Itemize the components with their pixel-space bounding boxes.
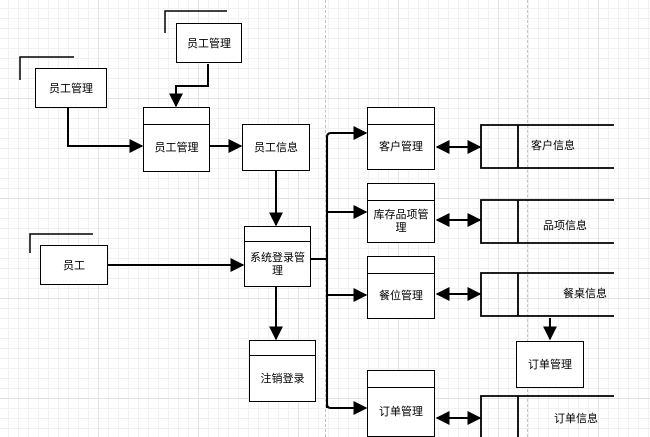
- data-store-outline: [480, 124, 614, 169]
- process-box[interactable]: 库存品项管理: [367, 183, 435, 243]
- process-label: 订单管理: [528, 358, 572, 371]
- data-store-label: 订单信息: [554, 412, 598, 425]
- data-store-outline: [480, 199, 614, 244]
- page-break-vertical: [325, 0, 326, 437]
- process-header-line: [144, 124, 209, 125]
- process-header-line: [368, 387, 434, 388]
- process-label: 员工信息: [254, 141, 298, 154]
- connector-arrow: [67, 108, 144, 153]
- external-entity[interactable]: 员工管理: [176, 23, 242, 63]
- entity-label: 员工管理: [49, 81, 93, 95]
- entity-bracket: [29, 233, 93, 253]
- entity-bracket: [164, 10, 227, 33]
- process-label: 客户管理: [379, 140, 423, 153]
- connector-arrow: [326, 126, 368, 140]
- data-store-label: 客户信息: [531, 139, 575, 152]
- process-box[interactable]: 员工信息: [242, 124, 310, 171]
- entity-label: 员工: [63, 258, 85, 272]
- process-label: 库存品项管理: [373, 208, 429, 234]
- external-entity[interactable]: 员工管理: [35, 68, 107, 108]
- external-entity[interactable]: 员工: [40, 245, 108, 285]
- connector-arrow: [169, 64, 209, 108]
- process-box[interactable]: 客户管理: [367, 107, 435, 170]
- process-box[interactable]: 订单管理: [367, 370, 435, 437]
- process-box[interactable]: 注销登录: [249, 340, 316, 402]
- page-break-vertical: [527, 0, 528, 437]
- process-header-line: [368, 200, 434, 201]
- process-header-line: [250, 355, 315, 356]
- process-header-line: [368, 124, 434, 125]
- process-box[interactable]: 订单管理: [516, 341, 584, 388]
- process-box[interactable]: 餐位管理: [367, 256, 435, 319]
- process-label: 注销登录: [260, 371, 305, 385]
- data-store-outline: [480, 272, 614, 317]
- process-label: 订单管理: [379, 405, 423, 418]
- data-store-outline: [480, 395, 614, 437]
- connector-arrow: [326, 401, 368, 415]
- process-header-line: [368, 273, 434, 274]
- process-label: 员工管理: [154, 141, 199, 154]
- data-store-label: 餐桌信息: [563, 287, 607, 300]
- process-box[interactable]: 系统登录管理: [244, 226, 311, 287]
- process-label: 系统登录管理: [250, 250, 305, 277]
- process-box[interactable]: 员工管理: [143, 107, 210, 172]
- entity-label: 员工管理: [187, 36, 231, 50]
- process-label: 餐位管理: [379, 289, 423, 302]
- process-header-line: [245, 241, 310, 242]
- data-store-label: 品项信息: [543, 219, 587, 232]
- entity-bracket: [19, 56, 74, 80]
